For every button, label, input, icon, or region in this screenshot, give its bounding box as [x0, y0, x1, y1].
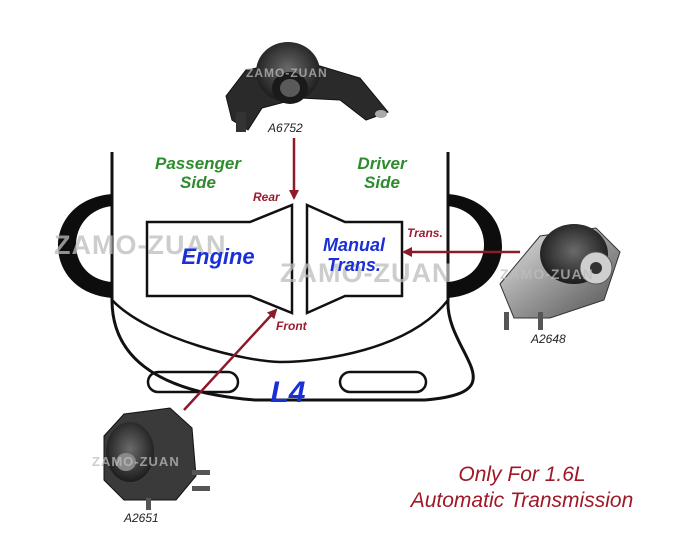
mount-part-right — [499, 224, 621, 330]
mount-part-top — [225, 42, 389, 132]
engine-label: Engine — [181, 244, 255, 269]
engine-block — [145, 203, 294, 315]
left-headlight-slot — [146, 370, 240, 394]
transmission-block — [305, 203, 404, 315]
watermark-bottom: ZAMO-ZUAN — [92, 454, 180, 469]
driver-label-line1: Driver — [357, 154, 407, 173]
watermark-left: ZAMO-ZUAN — [54, 230, 227, 260]
right-wheel-arch — [448, 194, 502, 298]
fitment-note-line2: Automatic Transmission — [410, 489, 634, 513]
trans-arrow-label: Trans. — [407, 226, 443, 240]
engine-code-label: L4 — [270, 376, 306, 409]
watermark-right: ZAMO-ZUAN — [500, 266, 594, 282]
part-number-right: A2648 — [531, 332, 566, 346]
transmission-label-line2: Trans. — [327, 254, 381, 275]
left-wheel-arch — [58, 194, 112, 298]
rear-label: Rear — [253, 190, 280, 204]
transmission-label-line1: Manual — [322, 235, 385, 255]
watermark-center: ZAMO-ZUAN — [280, 258, 453, 288]
transmission-label: Manual Trans. — [312, 235, 396, 276]
passenger-label-line2: Side — [180, 172, 216, 192]
passenger-label-line1: Passenger — [155, 154, 241, 173]
front-label: Front — [276, 319, 307, 333]
passenger-side-label: Passenger Side — [148, 154, 248, 192]
part-number-bottom: A2651 — [124, 511, 159, 525]
mount-part-bottom — [103, 407, 210, 510]
part-number-top: A6752 — [268, 121, 303, 135]
watermark-top: ZAMO-ZUAN — [246, 66, 328, 80]
fitment-note-line1: Only For 1.6L — [458, 463, 586, 486]
driver-side-label: Driver Side — [336, 154, 428, 192]
right-headlight-slot — [338, 370, 428, 394]
car-body-outline — [110, 152, 475, 402]
fitment-note: Only For 1.6L Automatic Transmission — [372, 462, 672, 515]
driver-label-line2: Side — [364, 172, 400, 192]
front-mount-arrow — [183, 308, 278, 411]
